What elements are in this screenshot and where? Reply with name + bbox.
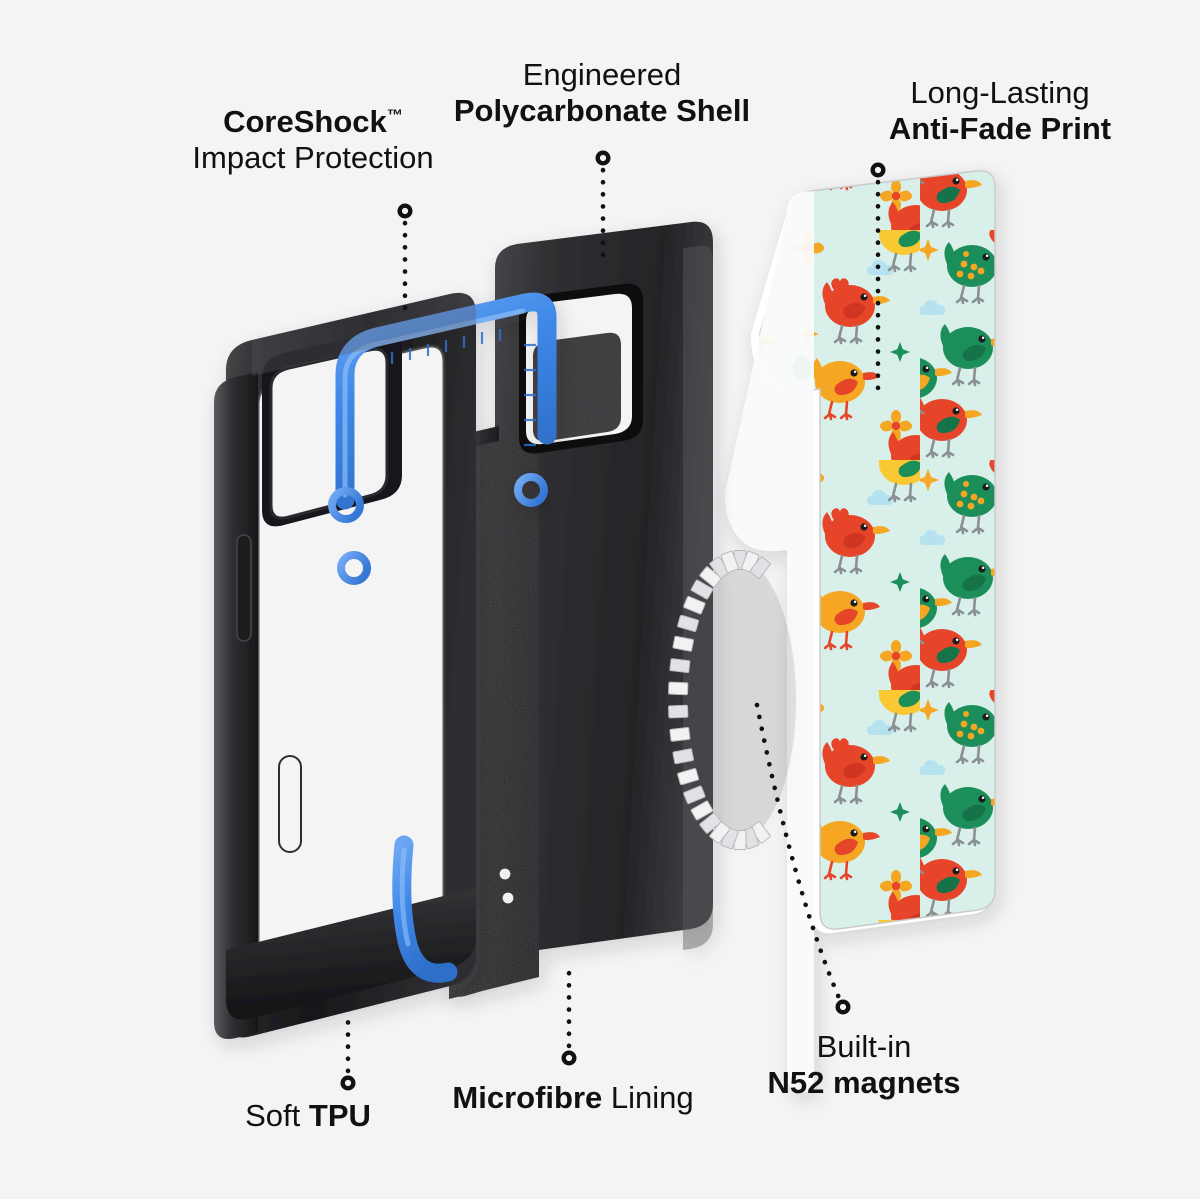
- magnet-ring-segments: [668, 550, 771, 850]
- tpu-bottom-wall: [226, 888, 476, 1020]
- leader-lines: [340, 150, 886, 1091]
- magnet-segment: [677, 614, 700, 633]
- callout-polycarbonate-shell: Engineered Polycarbonate Shell: [454, 57, 750, 129]
- tpu-camera-ring: [262, 330, 402, 527]
- leader-softtpu: [340, 1017, 356, 1091]
- print-panel-edge: [724, 191, 814, 1093]
- callout-n52-magnets: Built-in N52 magnets: [768, 1029, 961, 1101]
- tpu-blue-accent-bottom: [392, 835, 458, 983]
- magnet-segment: [709, 821, 731, 844]
- magnet-segment: [668, 704, 689, 719]
- callout-polycarbonate-line2: Polycarbonate Shell: [453, 92, 751, 128]
- magnet-segment: [669, 726, 691, 742]
- layer-soft-tpu-bumper: [214, 292, 557, 1039]
- layer-anti-fade-print-panel: [724, 170, 996, 1093]
- tpu-left-wall: [214, 372, 258, 1039]
- magnet-segment: [690, 800, 714, 821]
- callout-magnets-line1: Built-in: [816, 1029, 912, 1064]
- callout-antifade-line1: Long-Lasting: [910, 75, 1090, 110]
- leader-antifade: [870, 162, 886, 393]
- callout-microfibre-line1: Microfibre Lining: [452, 1080, 694, 1115]
- callout-coreshock-line2: Impact Protection: [192, 139, 434, 175]
- magnet-segment: [699, 812, 722, 834]
- magnet-segment: [672, 748, 694, 765]
- magnet-segment: [668, 681, 689, 696]
- magnet-segment: [749, 556, 771, 579]
- magnet-segment: [699, 566, 722, 588]
- leader-magnets: [753, 697, 851, 1015]
- callout-soft-tpu: Soft TPU: [245, 1098, 371, 1134]
- callout-coreshock-line1: CoreShock™: [223, 104, 403, 139]
- leader-coreshock: [397, 203, 413, 321]
- callout-anti-fade-print: Long-Lasting Anti-Fade Print: [889, 75, 1111, 147]
- tpu-blue-lens-rings: [328, 473, 548, 585]
- magnet-segment: [683, 595, 706, 615]
- leader-polycarbonate: [595, 150, 611, 261]
- magnet-segment: [683, 785, 706, 805]
- callout-microfibre-lining: Microfibre Lining: [452, 1080, 693, 1116]
- shell-port-holes: [499, 868, 514, 904]
- magnet-segment: [669, 658, 691, 674]
- callout-polycarbonate-line1: Engineered: [522, 57, 682, 92]
- callout-magnets-line2: N52 magnets: [767, 1064, 961, 1100]
- magnet-segment: [720, 550, 739, 574]
- leader-microfibre: [561, 963, 577, 1066]
- magnet-segment: [690, 579, 714, 600]
- tpu-side-buttons: [236, 534, 302, 853]
- callout-coreshock: CoreShock™ Impact Protection: [192, 104, 433, 176]
- callout-antifade-line2: Anti-Fade Print: [888, 110, 1112, 146]
- magnet-segment: [672, 635, 694, 652]
- callout-soft-tpu-line1: Soft TPU: [245, 1098, 371, 1133]
- magnet-segment: [677, 767, 700, 786]
